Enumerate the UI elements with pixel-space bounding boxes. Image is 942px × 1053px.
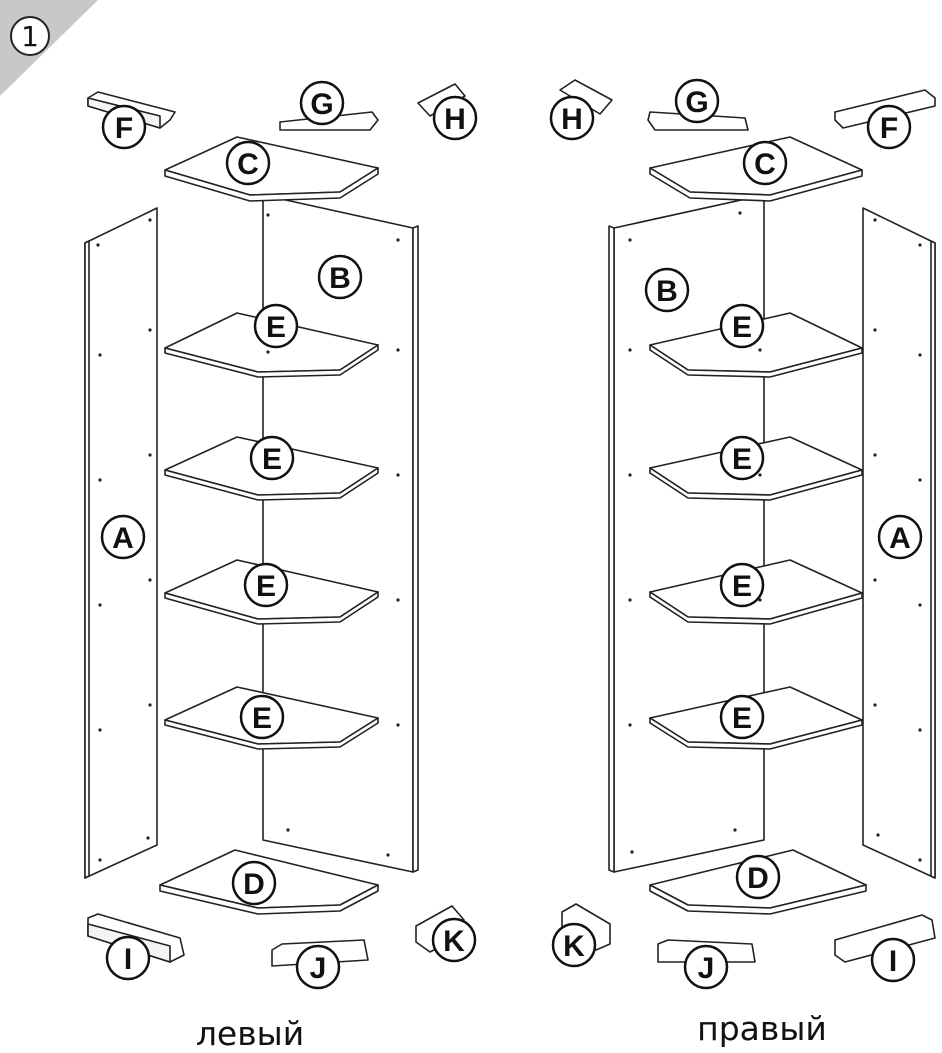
callout-g-left: G <box>299 80 345 126</box>
label-e: E <box>252 702 272 735</box>
callout-e-left-2: E <box>249 435 295 481</box>
callout-g-right: G <box>674 78 720 124</box>
callout-i-left: I <box>105 935 151 981</box>
callout-j-right: J <box>683 944 729 990</box>
strip-i-right <box>834 914 936 963</box>
callout-a-left: A <box>100 514 146 560</box>
label-h: H <box>444 103 466 136</box>
right-assembly <box>559 79 936 963</box>
label-i: I <box>889 945 897 978</box>
label-e: E <box>732 443 752 476</box>
callout-a-right: A <box>877 514 923 560</box>
label-k: K <box>443 925 465 958</box>
callout-d-right: D <box>735 854 781 900</box>
label-k: K <box>563 930 585 963</box>
callout-d-left: D <box>231 860 277 906</box>
part-callouts: F G H C B E E A E E D I J K H G F C B E … <box>100 78 923 990</box>
callout-f-right: F <box>866 104 912 150</box>
callout-e-left-3: E <box>243 562 289 608</box>
label-d: D <box>747 862 769 895</box>
label-e: E <box>266 311 286 344</box>
label-a: A <box>889 522 911 555</box>
label-e: E <box>732 702 752 735</box>
label-i: I <box>124 943 132 976</box>
callout-c-left: C <box>225 140 271 186</box>
label-b: B <box>329 262 351 295</box>
callout-h-left: H <box>432 95 478 141</box>
label-c: C <box>754 148 776 181</box>
label-f: F <box>115 112 133 145</box>
label-j: J <box>310 952 327 985</box>
label-a: A <box>112 522 134 555</box>
callout-b-left: B <box>317 254 363 300</box>
right-hole-markers <box>628 211 922 862</box>
label-e: E <box>256 570 276 603</box>
step-badge: 1 <box>0 0 98 96</box>
label-g: G <box>310 88 333 121</box>
label-e: E <box>732 570 752 603</box>
callout-k-right: K <box>551 922 597 968</box>
label-b: B <box>656 275 678 308</box>
callout-i-right: I <box>870 937 916 983</box>
caption-right: правый <box>697 1009 827 1048</box>
label-g: G <box>685 86 708 119</box>
callout-f-left: F <box>101 104 147 150</box>
caption-left: левый <box>196 1014 304 1053</box>
callout-e-right-1: E <box>719 303 765 349</box>
step-number: 1 <box>21 20 39 53</box>
strip-h-left <box>417 83 466 117</box>
label-e: E <box>262 443 282 476</box>
label-h: H <box>561 103 583 136</box>
callout-j-left: J <box>295 944 341 990</box>
label-f: F <box>880 112 898 145</box>
callout-k-left: K <box>431 917 477 963</box>
label-j: J <box>698 952 715 985</box>
callout-e-right-2: E <box>719 435 765 481</box>
label-c: C <box>237 148 259 181</box>
callout-c-right: C <box>742 140 788 186</box>
callout-h-right: H <box>549 95 595 141</box>
callout-b-right: B <box>644 267 690 313</box>
left-assembly <box>84 83 466 967</box>
callout-e-left-1: E <box>253 303 299 349</box>
callout-e-right-3: E <box>719 562 765 608</box>
callout-e-left-4: E <box>239 694 285 740</box>
label-d: D <box>243 868 265 901</box>
top-c-left <box>164 136 379 196</box>
label-e: E <box>732 311 752 344</box>
panel-b-right <box>613 194 765 873</box>
callout-e-right-4: E <box>719 694 765 740</box>
